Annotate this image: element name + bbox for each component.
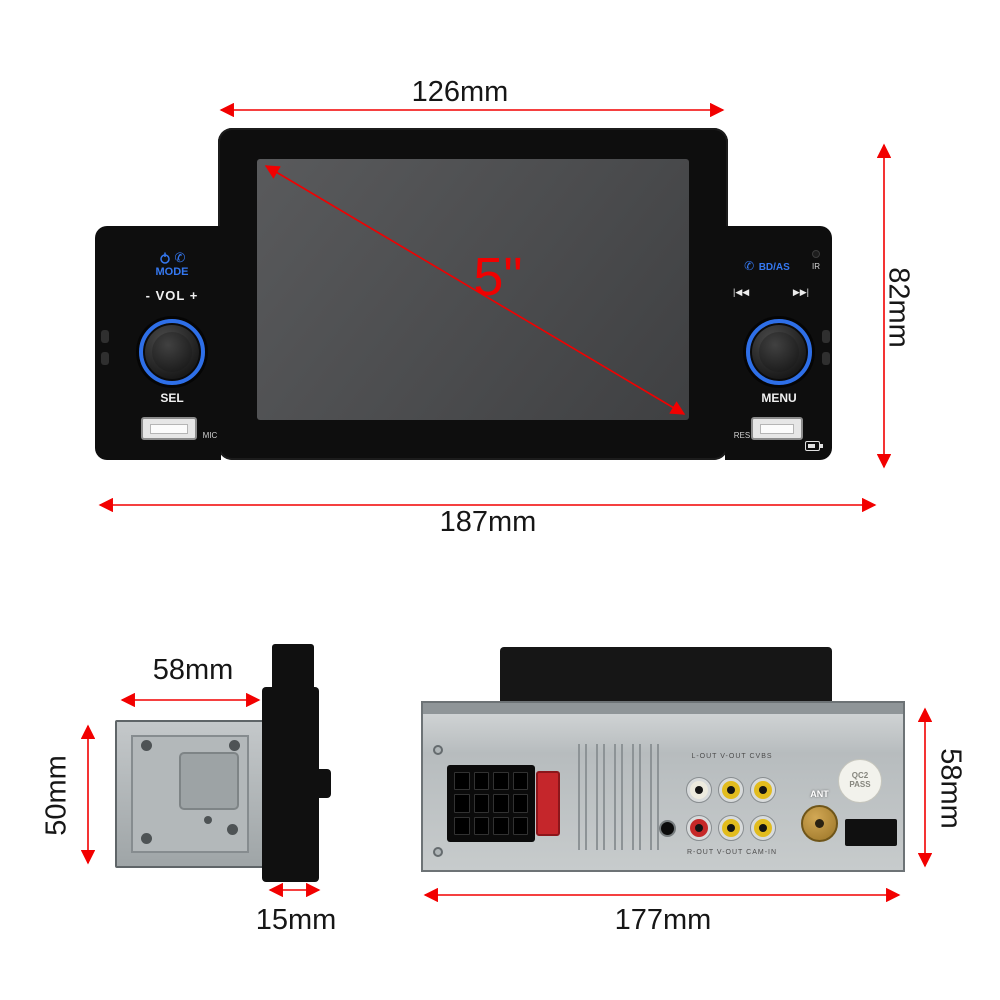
rear-width-label: 177mm: [614, 904, 712, 936]
screen-size-label: 5": [473, 247, 523, 307]
screw-hole: [227, 824, 238, 835]
panel-top-tab: [272, 644, 314, 691]
side-width-label: 58mm: [152, 654, 234, 686]
vent-slot: [614, 744, 623, 850]
front-width-bottom-label: 187mm: [439, 506, 537, 538]
qc-pass-sticker: QC2 PASS: [838, 759, 882, 803]
vent-slot: [596, 744, 605, 850]
bdas-label: BD/AS: [758, 262, 790, 273]
front-width-top-label: 126mm: [411, 76, 509, 108]
volume-label: - VOL +: [145, 288, 199, 303]
front-height-label: 82mm: [882, 267, 915, 348]
usb-port-right: [751, 417, 803, 440]
rear-top-sleeve: [500, 647, 832, 707]
vent-slot: [650, 744, 659, 850]
power-icon: [159, 252, 170, 264]
rca-bottom-label: R-OUT V-OUT CAM-IN: [686, 849, 778, 856]
mode-label: MODE: [155, 266, 189, 278]
panel-knob-side: [317, 769, 331, 798]
mount-slot: [822, 352, 830, 365]
screw: [433, 847, 443, 857]
rear-height-label: 58mm: [934, 748, 967, 829]
rca-jack-yellow: [718, 815, 744, 841]
rca-jack-white: [686, 777, 712, 803]
track-buttons: |◀◀ ▶▶|: [733, 287, 809, 298]
vent-slot: [578, 744, 587, 850]
side-cutout: [179, 752, 239, 810]
battery-icon: [805, 441, 823, 451]
screw: [433, 745, 443, 755]
mode-button: ✆ MODE: [134, 250, 210, 278]
screw-hole: [141, 740, 152, 751]
screw-hole: [204, 816, 212, 824]
res-label: RES: [733, 431, 751, 440]
bdas-button: ✆ BD/AS: [731, 257, 803, 275]
vent-slot: [632, 744, 641, 850]
mount-slot: [822, 330, 830, 343]
iso-harness-connector: [447, 765, 535, 842]
side-panel-depth-label: 15mm: [255, 904, 337, 936]
rear-top-strip: [423, 703, 903, 714]
sel-label: SEL: [160, 391, 184, 405]
rear-port: [845, 819, 897, 846]
rca-jack-red: [686, 815, 712, 841]
menu-label: MENU: [761, 391, 797, 405]
volume-knob: [139, 319, 205, 385]
ant-label: ANT: [810, 789, 829, 799]
menu-knob: [746, 319, 812, 385]
phone-icon: ✆: [744, 259, 755, 273]
screw-hole: [141, 833, 152, 844]
antenna-connector: [801, 805, 838, 842]
side-height-label: 50mm: [40, 755, 73, 836]
mount-slot: [101, 352, 109, 365]
mount-slot: [101, 330, 109, 343]
aux-jack: [659, 820, 676, 837]
phone-icon: ✆: [174, 250, 186, 265]
next-track-icon: ▶▶|: [792, 287, 809, 297]
ir-label: IR: [812, 262, 820, 271]
previous-track-icon: |◀◀: [733, 287, 750, 297]
screw-hole: [229, 740, 240, 751]
fuse: [536, 771, 560, 836]
ir-sensor: [812, 250, 820, 258]
usb-port-left: [141, 417, 197, 440]
rca-jack-yellow: [750, 815, 776, 841]
rca-jack-yellow: [718, 777, 744, 803]
mic-label: MIC: [202, 431, 218, 440]
rca-top-label: L-OUT V-OUT CVBS: [691, 753, 773, 760]
rca-jack-yellow: [750, 777, 776, 803]
front-panel-side: [262, 687, 319, 882]
